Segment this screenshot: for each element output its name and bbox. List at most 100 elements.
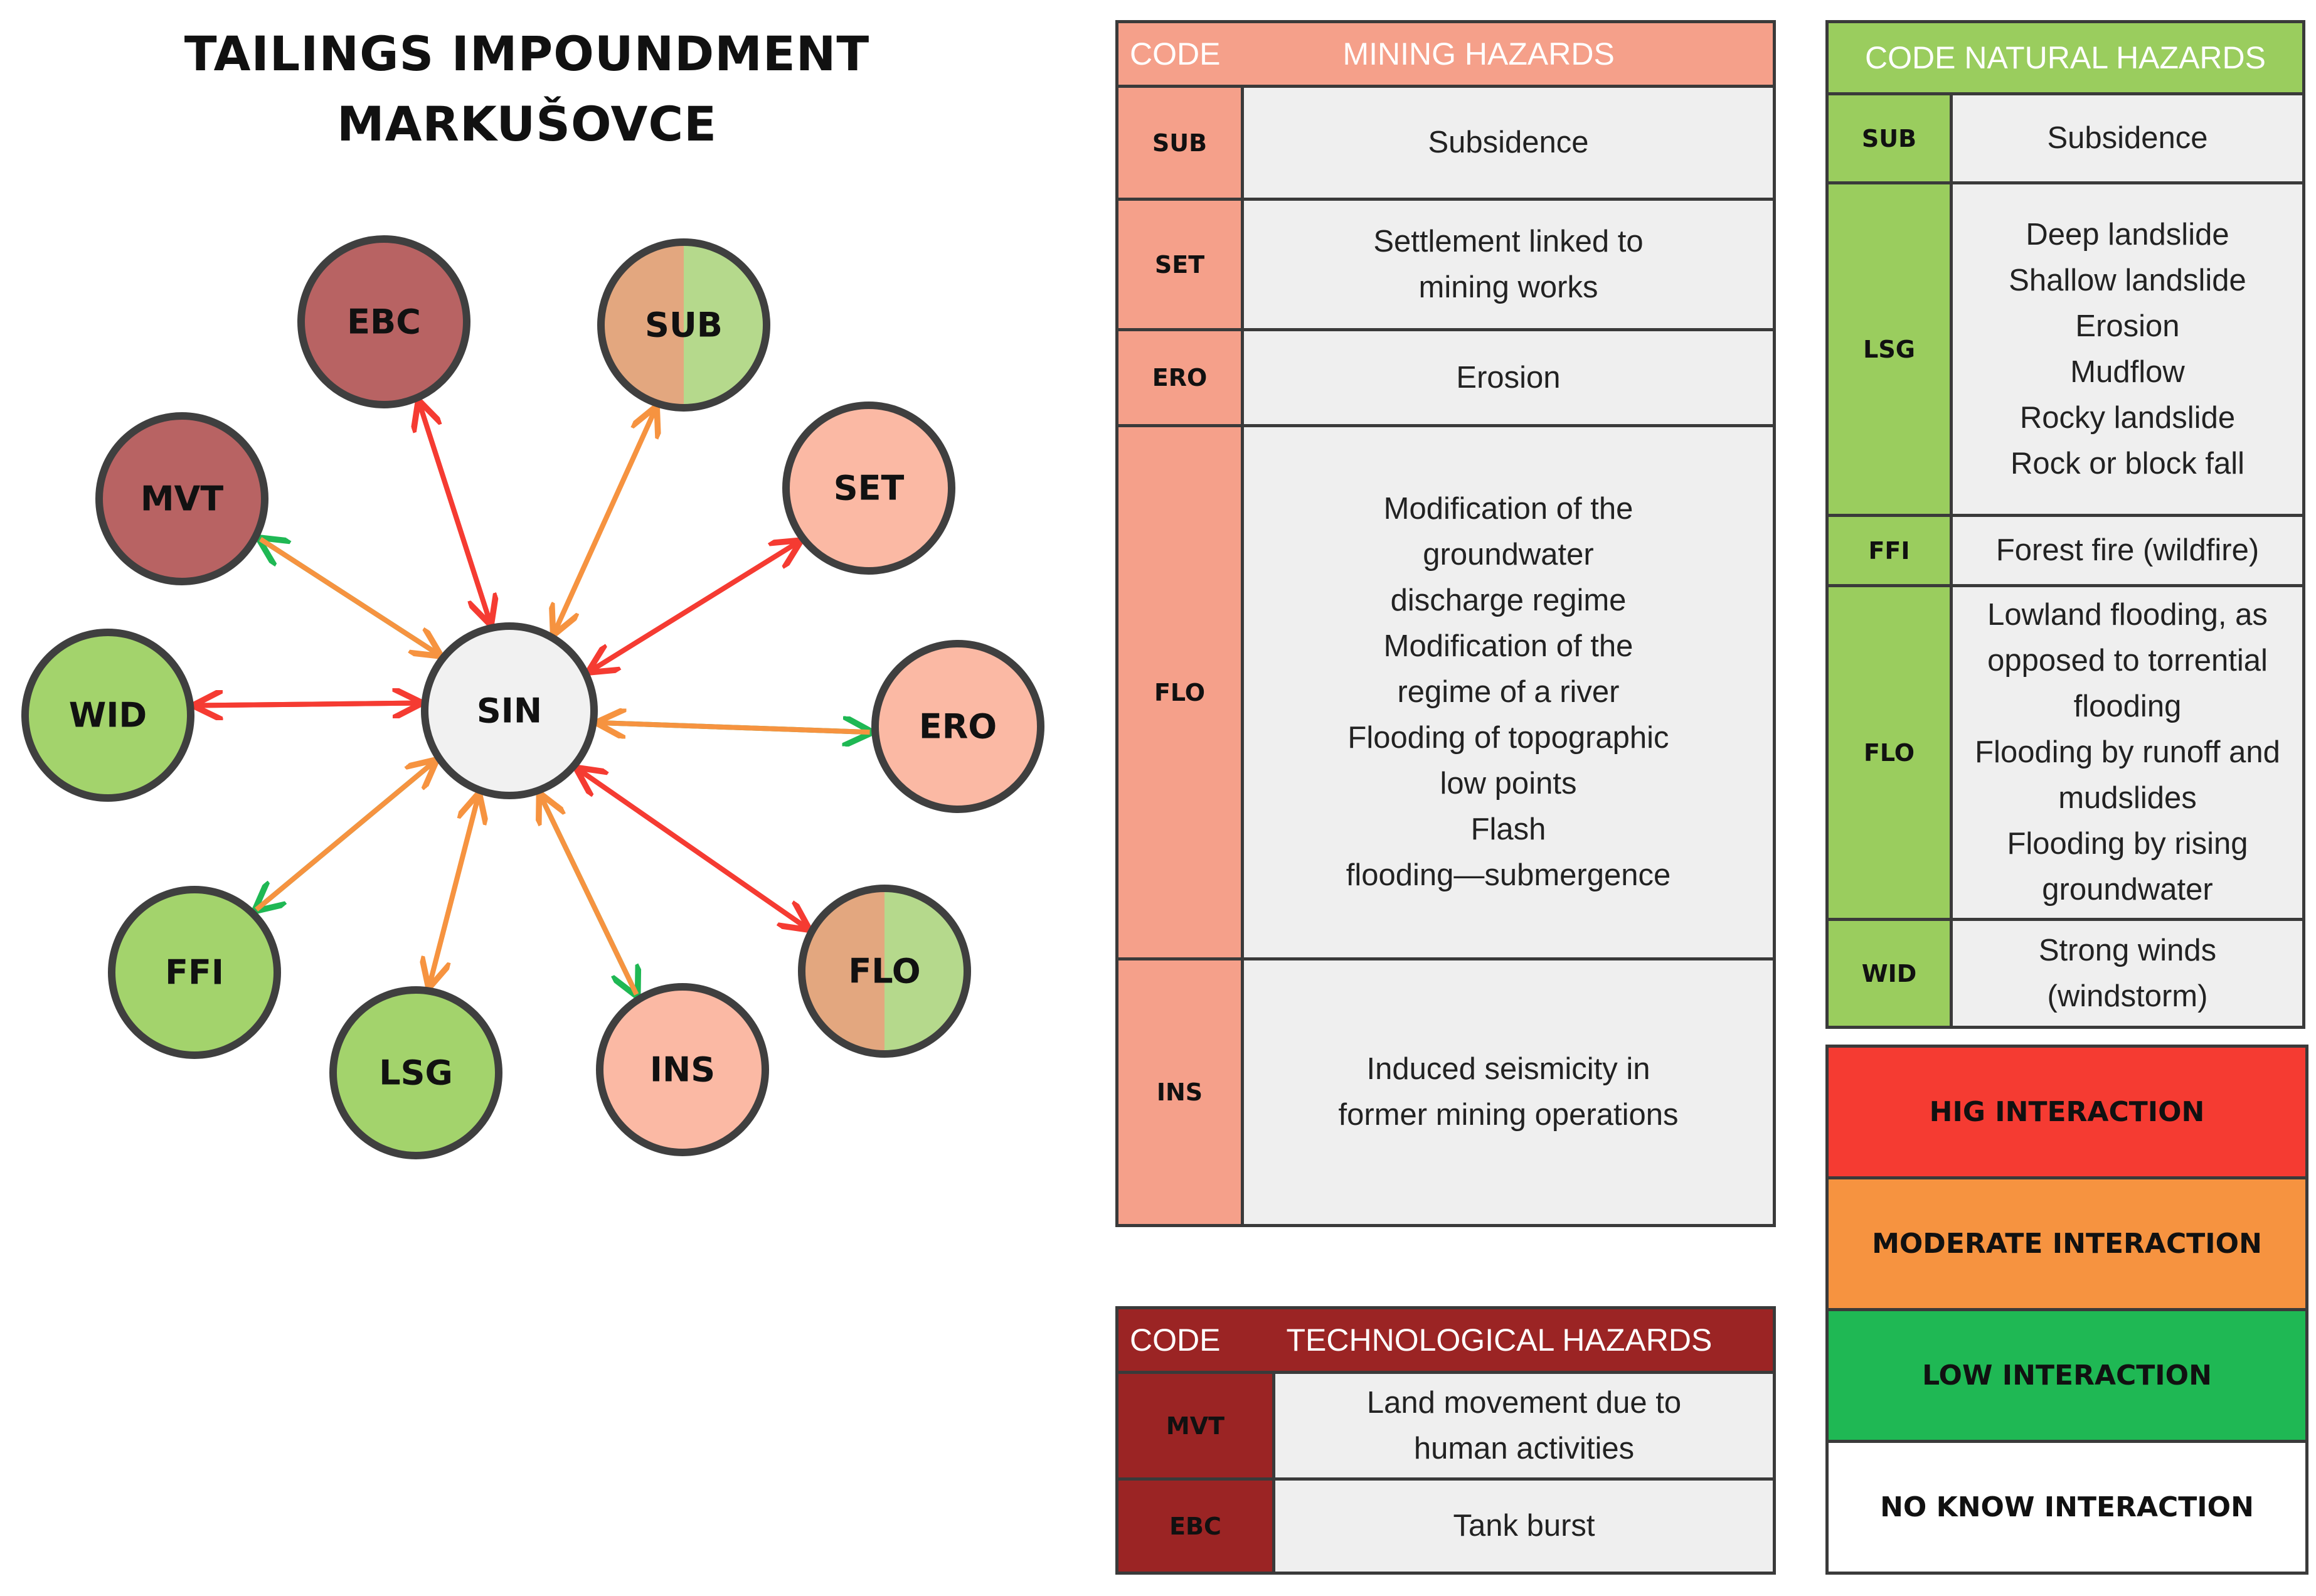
- node-circle: [596, 983, 769, 1156]
- node-half-natural: [884, 888, 967, 1054]
- description-line: human activities: [1413, 1431, 1635, 1466]
- description-line: Mudflow: [2070, 354, 2185, 389]
- description-line: Subsidence: [1428, 125, 1589, 159]
- mining-code-cell: INS: [1115, 957, 1244, 1227]
- description-line: flooding: [2073, 689, 2182, 723]
- natural-row-ffi: FFI Forest fire (wildfire): [1825, 514, 2305, 587]
- tech-description-cell: Land movement due to human activities: [1272, 1371, 1776, 1481]
- arrow-ffi-to-sin: [255, 762, 435, 912]
- tech-row-ebc: EBC Tank burst: [1115, 1477, 1776, 1575]
- legend-high-interaction: HIG INTERACTION: [1829, 1048, 2305, 1179]
- node-wid: WID: [21, 629, 194, 802]
- mining-header-code: CODE: [1115, 20, 1243, 88]
- description-line: Settlement linked to: [1373, 224, 1644, 258]
- mining-description-cell: Erosion: [1241, 328, 1776, 427]
- arrow-wid-to-sin: [195, 703, 420, 706]
- description-line: Tank burst: [1453, 1509, 1595, 1543]
- description-line: Rocky landslide: [2019, 400, 2236, 435]
- description-line: Flooding by rising: [2007, 827, 2248, 861]
- description-line: Shallow landslide: [2009, 263, 2246, 297]
- description-line: groundwater: [2042, 873, 2213, 907]
- arrow-mvt-to-sin: [258, 536, 438, 654]
- description-line: Lowland flooding, as: [1987, 598, 2268, 632]
- description-line: mudslides: [2058, 781, 2197, 815]
- node-ins: INS: [596, 983, 769, 1156]
- tech-header-code: CODE: [1115, 1306, 1274, 1374]
- node-sin-label: SIN: [477, 691, 542, 731]
- arrow-flo-to-sin: [578, 769, 809, 930]
- node-label: FLO: [848, 952, 920, 991]
- node-half-mining: [601, 242, 684, 408]
- natural-code-cell: FLO: [1825, 584, 1953, 921]
- description-line: Flash: [1470, 812, 1546, 846]
- description-line: Flooding by runoff and: [1975, 735, 2280, 769]
- description-line: (windstorm): [2047, 979, 2208, 1013]
- interaction-arrows: [196, 403, 870, 994]
- node-circle: [297, 235, 470, 408]
- node-sin-circle: [421, 622, 598, 799]
- description-line: Forest fire (wildfire): [1995, 533, 2260, 567]
- arrow-sub-to-sin: [555, 407, 658, 632]
- node-label: SUB: [645, 306, 723, 345]
- natural-code-cell: SUB: [1825, 92, 1953, 184]
- legend-none-interaction: NO KNOW INTERACTION: [1829, 1443, 2305, 1572]
- mining-code-cell: FLO: [1115, 424, 1244, 960]
- mining-description-cell: Induced seismicity in former mining opera…: [1241, 957, 1776, 1227]
- legend-low-interaction: LOW INTERACTION: [1829, 1311, 2305, 1443]
- tech-table-header: CODE TECHNOLOGICAL HAZARDS: [1115, 1306, 1776, 1374]
- description-line: Flooding of topographic: [1347, 721, 1669, 755]
- node-mvt: MVT: [95, 412, 268, 585]
- natural-table-header: CODE NATURAL HAZARDS: [1825, 20, 2305, 95]
- description-line: Land movement due to: [1366, 1385, 1682, 1420]
- description-line: Strong winds: [2038, 933, 2217, 967]
- description-line: low points: [1440, 767, 1577, 801]
- tech-code-cell: MVT: [1115, 1371, 1275, 1481]
- node-outline: [798, 885, 971, 1058]
- diagram-title: TAILINGS IMPOUNDMENT MARKUŠOVCE: [94, 19, 960, 159]
- node-label: FFI: [165, 953, 224, 992]
- node-sin: SIN: [421, 622, 598, 799]
- description-line: former mining operations: [1338, 1098, 1679, 1132]
- description-line: regime of a river: [1397, 675, 1620, 709]
- node-ebc: EBC: [297, 235, 470, 408]
- mining-code-cell: SET: [1115, 198, 1244, 331]
- tech-code-cell: EBC: [1115, 1477, 1275, 1575]
- natural-code-cell: FFI: [1825, 514, 1953, 587]
- natural-code-cell: LSG: [1825, 181, 1953, 517]
- node-lsg: LSG: [329, 986, 502, 1159]
- description-line: Modification of the: [1383, 492, 1633, 526]
- description-line: Erosion: [1456, 360, 1561, 395]
- node-label: LSG: [379, 1053, 453, 1093]
- mining-row-ins: INS Induced seismicity in former mining op…: [1115, 957, 1776, 1227]
- node-label: INS: [650, 1050, 715, 1090]
- description-line: flooding—submergence: [1346, 858, 1671, 892]
- node-ffi: FFI: [108, 886, 281, 1059]
- arrow-ero-to-sin: [598, 723, 870, 732]
- arrow-ebc-to-sin: [417, 402, 490, 623]
- tech-description-cell: Tank burst: [1272, 1477, 1776, 1575]
- natural-header: CODE NATURAL HAZARDS: [1825, 20, 2305, 95]
- node-circle: [329, 986, 502, 1159]
- arrow-ins-to-sin: [541, 795, 639, 996]
- node-flo: FLO: [798, 885, 971, 1058]
- node-circle: [871, 640, 1044, 813]
- legend-moderate-interaction: MODERATE INTERACTION: [1829, 1179, 2305, 1311]
- node-label: WID: [69, 696, 147, 735]
- node-label: SET: [834, 469, 905, 508]
- natural-description-cell: Strong winds (windstorm): [1950, 918, 2305, 1029]
- node-half-natural: [684, 242, 767, 408]
- description-line: Induced seismicity in: [1366, 1052, 1650, 1086]
- node-circle: [108, 886, 281, 1059]
- natural-description-cell: Subsidence: [1950, 92, 2305, 184]
